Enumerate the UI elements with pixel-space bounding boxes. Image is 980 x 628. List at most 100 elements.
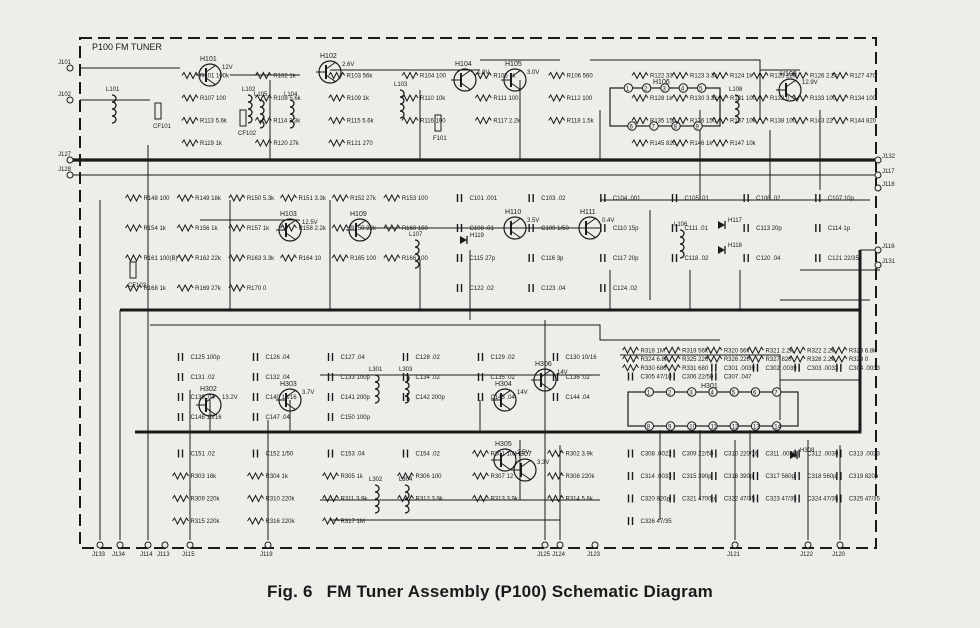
- component-label: R103 56k: [347, 74, 374, 80]
- coil-symbol: [374, 374, 380, 404]
- component-label: R127 470: [850, 74, 877, 80]
- resistor-symbol: [622, 363, 639, 372]
- component-label: R145 820: [650, 141, 677, 147]
- capacitor-symbol: [711, 363, 717, 372]
- coil-symbol: [679, 229, 685, 259]
- capacitor-symbol: [836, 449, 842, 458]
- transistor-ref: H109: [350, 211, 367, 218]
- coil-ref: L101: [106, 87, 120, 93]
- component-label: R326 220: [724, 357, 751, 363]
- resistor-symbol: [125, 253, 142, 263]
- component-label: C144 .04: [566, 395, 591, 401]
- resistor-symbol: [830, 346, 848, 355]
- component-label: R327 820: [766, 357, 793, 363]
- capacitor-symbol: [327, 449, 334, 458]
- component-label: C133 100p: [341, 375, 371, 381]
- component-label: C311 .0039: [766, 452, 797, 458]
- capacitor-symbol: [627, 449, 634, 458]
- resistor-symbol: [228, 253, 246, 263]
- capacitor-symbol: [456, 224, 463, 232]
- transistor-symbol: [451, 68, 477, 92]
- capacitor-symbol: [456, 254, 463, 262]
- resistor-symbol: [280, 193, 297, 203]
- capacitor-symbol: [815, 254, 821, 262]
- resistor-symbol: [671, 93, 689, 103]
- capacitor-symbol: [252, 413, 259, 421]
- transistor-symbol: [346, 218, 372, 242]
- component-label: R143 22: [810, 119, 833, 125]
- capacitor-symbol: [402, 373, 409, 381]
- component-label: C131 .02: [191, 375, 216, 381]
- component-label: R303 16k: [191, 474, 218, 480]
- capacitor-symbol: [477, 353, 484, 361]
- capacitor-symbol: [252, 373, 259, 381]
- transistor-ref: H307: [515, 451, 532, 458]
- component-label: C116 3p: [541, 256, 564, 262]
- transistor-symbol: [316, 60, 342, 84]
- capacitor-symbol: [671, 194, 678, 202]
- capacitor-symbol: [669, 472, 675, 480]
- connector-label: J132: [882, 154, 896, 160]
- coil-symbol: [247, 94, 253, 124]
- resistor-symbol: [322, 471, 339, 481]
- ic-pin: [772, 421, 782, 431]
- component-label: R305 1k: [341, 474, 364, 480]
- component-label: R117 2.2k: [493, 119, 521, 125]
- capacitor-symbol: [600, 194, 606, 202]
- component-label: C121 22/35: [828, 256, 860, 262]
- resistor-symbol: [328, 93, 346, 103]
- diode-ref: H118: [728, 243, 743, 249]
- component-label: R306 100: [416, 474, 443, 480]
- filter-ref: F101: [433, 136, 447, 142]
- resistor-symbol: [474, 116, 492, 125]
- component-label: R331 680: [682, 366, 709, 372]
- component-label: C130 10/16: [566, 355, 598, 361]
- component-label: R313 3.9k: [491, 497, 519, 503]
- component-label: R134 100: [850, 96, 877, 102]
- ic-ref: H301: [701, 383, 718, 390]
- resistor-symbol: [181, 138, 199, 148]
- resistor-symbol: [331, 193, 349, 203]
- connector-label: J124: [552, 552, 566, 558]
- connector-label: J120: [832, 552, 846, 558]
- resistor-symbol: [831, 93, 849, 103]
- ic-pin-number: 2: [644, 87, 648, 93]
- resistor-symbol: [631, 93, 649, 103]
- transistor-symbol: [276, 388, 302, 412]
- diode-ref: H308: [800, 448, 815, 454]
- component-label: C114 1p: [828, 226, 851, 232]
- component-label: R324 6.8k: [641, 357, 669, 363]
- component-layer: [111, 60, 849, 526]
- component-label: C140 10/16: [266, 395, 298, 401]
- connector-label: J114: [140, 552, 153, 558]
- ic-pin: [644, 421, 654, 431]
- resistor-symbol: [247, 494, 264, 503]
- resistor-symbol: [663, 354, 681, 364]
- coil-ref: L108: [729, 87, 743, 93]
- component-label: R311 3.9k: [341, 497, 369, 503]
- connector-pin: [264, 541, 272, 549]
- capacitor-symbol: [456, 194, 463, 202]
- resistor-symbol: [548, 93, 566, 103]
- capacitor-symbol: [711, 472, 717, 480]
- component-label: C128 .02: [416, 355, 441, 361]
- component-label: R130 3.3k: [690, 96, 718, 102]
- component-label: R102 1k: [273, 74, 296, 80]
- component-label: C306 22/50: [682, 375, 714, 381]
- resistor-symbol: [172, 471, 189, 481]
- capacitor-symbol: [528, 224, 534, 232]
- ic-pin: [687, 387, 697, 397]
- filter-ref: CF103: [128, 283, 147, 289]
- resistor-symbol: [383, 253, 401, 263]
- resistor-symbol: [254, 138, 272, 148]
- resistor-symbol: [705, 346, 723, 355]
- ic-pin-number: 4: [681, 87, 685, 93]
- capacitor-symbol: [794, 449, 800, 458]
- capacitor-symbol: [669, 494, 675, 503]
- connector-label: J115: [182, 552, 195, 558]
- ic-pin-number: 13: [753, 425, 760, 431]
- component-label: R137 10k: [730, 119, 757, 125]
- ic-pin-number: 7: [774, 391, 778, 397]
- ic-pin-number: 8: [647, 425, 651, 431]
- component-label: R151 3.3k: [299, 196, 327, 202]
